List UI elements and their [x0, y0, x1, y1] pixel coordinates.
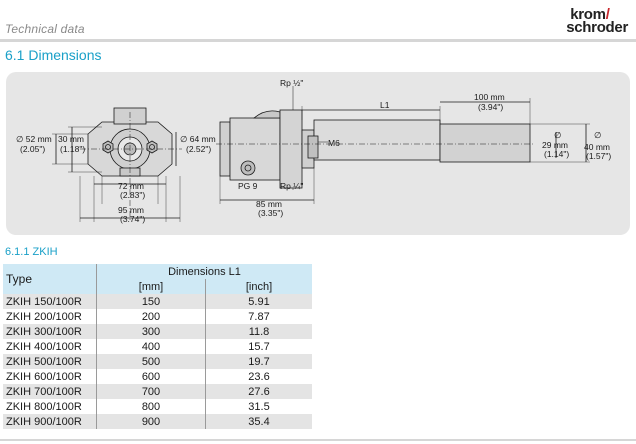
dim-width-95: 95 mm — [118, 205, 144, 215]
inch-cell: 31.5 — [205, 399, 312, 414]
dim-rp-quarter: Rp ¼" — [280, 181, 303, 191]
type-header: Type — [6, 272, 33, 286]
mm-cell: 500 — [96, 354, 206, 369]
unit-inch-header: [inch] — [205, 279, 312, 294]
type-cell: ZKIH 800/100R — [6, 400, 82, 413]
dim-pg9: PG 9 — [238, 181, 258, 191]
dim-len-85-in: (3.35") — [258, 208, 283, 218]
inch-cell: 19.7 — [205, 354, 312, 369]
dim-len-100: 100 mm — [474, 92, 505, 102]
dim-dia-52-in: (2.05") — [20, 144, 45, 154]
mm-cell: 300 — [96, 324, 206, 339]
footer-divider — [0, 439, 636, 441]
mm-cell: 200 — [96, 309, 206, 324]
inch-cell: 7.87 — [205, 309, 312, 324]
inch-cell: 23.6 — [205, 369, 312, 384]
front-view — [52, 107, 182, 222]
inch-cell: 27.6 — [205, 384, 312, 399]
dim-width-72: 72 mm — [118, 181, 144, 191]
type-cell: ZKIH 500/100R — [3, 354, 97, 369]
inch-cell: 15.7 — [205, 339, 312, 354]
dim-len-100-in: (3.94") — [478, 102, 503, 112]
kromschroder-logo: krom/ schroder — [566, 6, 628, 36]
mm-cell: 150 — [96, 294, 206, 309]
mm-cell: 400 — [96, 339, 206, 354]
type-cell: ZKIH 600/100R — [6, 370, 82, 383]
dimension-drawing-svg: ∅ 52 mm (2.05") 30 mm (1.18") ∅ 64 mm (2… — [16, 78, 611, 224]
dim-len-85: 85 mm — [256, 199, 282, 209]
mm-cell: 600 — [96, 369, 206, 384]
dimensions-table: Type Dimensions L1 [mm] [inch] ZKIH 150/… — [3, 264, 312, 429]
section-title: 6.1 Dimensions — [5, 47, 102, 63]
mm-cell: 800 — [96, 399, 206, 414]
type-cell: ZKIH 300/100R — [3, 324, 97, 339]
inch-cell: 35.4 — [205, 414, 312, 429]
dim-dia-40-in: (1.57") — [586, 151, 611, 161]
side-view — [216, 86, 590, 204]
mm-cell: 700 — [96, 384, 206, 399]
header-label: Technical data — [5, 22, 85, 36]
dim-dia-29-symbol: ∅ — [554, 130, 562, 140]
dim-width-72-in: (2.83") — [120, 190, 145, 200]
unit-mm-header: [mm] — [96, 279, 206, 294]
dim-dia-29-in: (1.14") — [544, 149, 569, 159]
type-cell: ZKIH 150/100R — [3, 294, 97, 309]
dimensions-header: Dimensions L1 — [96, 264, 312, 279]
dim-rp-half: Rp ½" — [280, 78, 303, 88]
inch-cell: 11.8 — [205, 324, 312, 339]
dim-m6: M6 — [328, 138, 340, 148]
dim-dia-40-symbol: ∅ — [594, 130, 602, 140]
dim-width-95-in: (3.74") — [120, 214, 145, 224]
type-cell: ZKIH 700/100R — [3, 384, 97, 399]
dim-dia-64-in: (2.52") — [186, 144, 211, 154]
dim-l1: L1 — [380, 100, 390, 110]
dimension-drawing: ∅ 52 mm (2.05") 30 mm (1.18") ∅ 64 mm (2… — [6, 72, 630, 235]
type-cell: ZKIH 900/100R — [3, 414, 97, 429]
dim-height-30-in: (1.18") — [60, 144, 85, 154]
header-divider — [0, 39, 636, 42]
mm-cell: 900 — [96, 414, 206, 429]
type-cell: ZKIH 400/100R — [6, 340, 82, 353]
inch-cell: 5.91 — [205, 294, 312, 309]
dim-dia-52: ∅ 52 mm — [16, 134, 52, 144]
type-cell: ZKIH 200/100R — [6, 310, 82, 323]
dim-dia-40: 40 mm — [584, 142, 610, 152]
dim-dia-29: 29 mm — [542, 140, 568, 150]
dim-dia-64: ∅ 64 mm — [180, 134, 216, 144]
dim-height-30: 30 mm — [58, 134, 84, 144]
subsection-title: 6.1.1 ZKIH — [5, 246, 58, 258]
